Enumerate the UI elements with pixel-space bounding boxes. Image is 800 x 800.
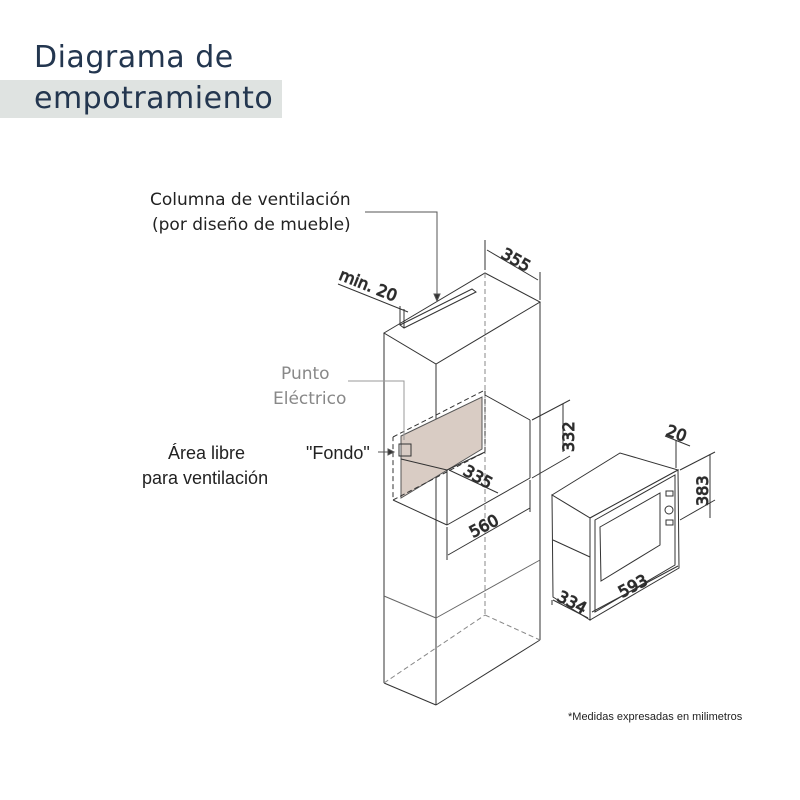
- title-band: [0, 80, 282, 118]
- knob-icon: [664, 505, 674, 515]
- dim-niche-width: 560: [466, 510, 502, 541]
- niche: [392, 389, 531, 526]
- power-point-label-2: Eléctrico: [273, 389, 347, 409]
- dim-min-gap: min. 20: [337, 265, 400, 305]
- free-area-label-1: Área libre: [168, 443, 246, 463]
- back-label: "Fondo": [306, 443, 370, 463]
- microwave-dimension-lines: [551, 435, 716, 619]
- dim-niche-depth: 335: [460, 461, 496, 493]
- cabinet-column: [383, 272, 542, 706]
- dim-oven-frame: 20: [664, 421, 690, 446]
- dimension-lines: [337, 240, 571, 560]
- built-in-microwave: [551, 452, 680, 621]
- footnote: *Medidas expresadas en milimetros: [568, 711, 743, 723]
- leader-lines: [348, 211, 441, 456]
- button-icon: [665, 519, 674, 526]
- dim-column-depth: 355: [498, 244, 534, 276]
- title-line-2: empotramiento: [34, 81, 274, 116]
- free-area-label-2: para ventilación: [142, 468, 269, 488]
- display-icon: [665, 490, 674, 497]
- socket-icon: [398, 443, 412, 457]
- vent-column-label-1: Columna de ventilación: [150, 190, 351, 210]
- dim-oven-height: 383: [693, 475, 712, 506]
- vent-column-label-2: (por diseño de mueble): [152, 215, 351, 235]
- dim-niche-height: 332: [559, 421, 578, 452]
- title-line-1: Diagrama de: [34, 40, 234, 75]
- power-point-label-1: Punto: [281, 364, 330, 384]
